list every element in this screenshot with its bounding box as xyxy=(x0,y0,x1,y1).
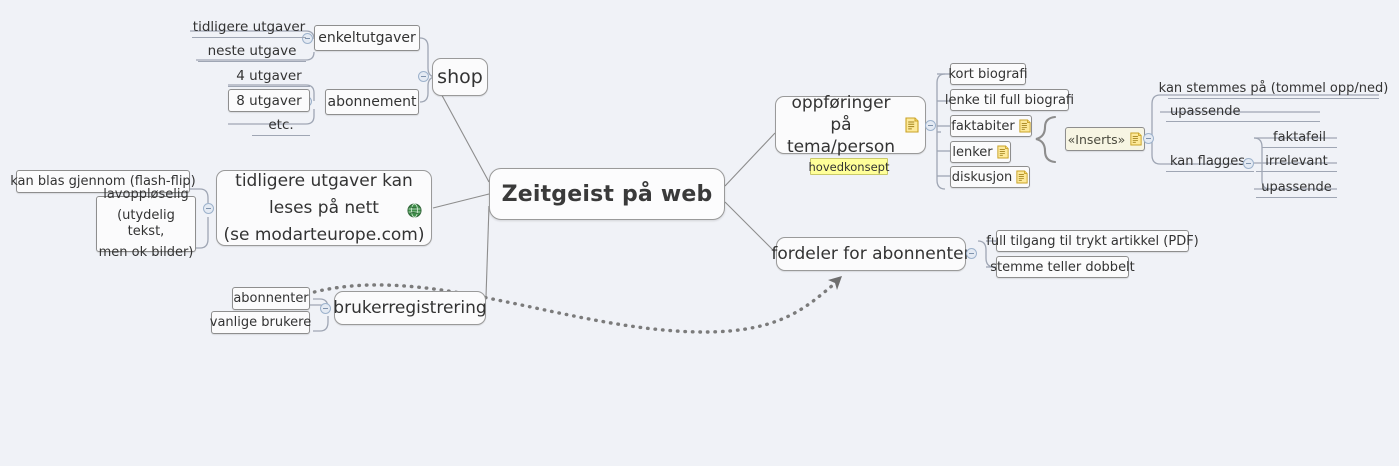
leaf-vanlige-brukere[interactable]: vanlige brukere xyxy=(210,311,311,334)
topic-line-2: leses på nett xyxy=(269,197,379,218)
collapse-toggle-tidligere-utgaver[interactable] xyxy=(203,203,214,214)
collapse-toggle-brukerregistrering[interactable] xyxy=(320,303,331,314)
leaf-4-utgaver[interactable]: 4 utgaver xyxy=(228,65,310,87)
subtopic-kort-biografi[interactable]: kort biografi xyxy=(948,63,1028,85)
subtopic-lenke-til-full-biografi[interactable]: lenke til full biografi xyxy=(945,89,1074,111)
topic-oppforinger-text: oppføringer på tema/person xyxy=(782,92,900,158)
note-icon[interactable] xyxy=(1130,132,1142,146)
leaf-line-2: (utydelig tekst, xyxy=(117,208,175,239)
topic-line-2: tema/person xyxy=(786,137,896,158)
topic-line-1: tidligere utgaver kan xyxy=(235,170,413,191)
leaf-8-utgaver[interactable]: 8 utgaver xyxy=(228,89,310,112)
topic-line-1: oppføringer på xyxy=(791,92,891,135)
topic-line-3: (se modarteurope.com) xyxy=(223,225,425,246)
leaf-kan-blas-gjennom[interactable]: kan blas gjennom (flash-flip) xyxy=(10,170,196,193)
leaf-neste-utgave[interactable]: neste utgave xyxy=(198,40,306,62)
boundary-label: «Inserts» xyxy=(1067,131,1126,147)
collapse-toggle-shop[interactable] xyxy=(418,71,429,82)
globe-hyperlink-icon[interactable] xyxy=(407,203,422,218)
subtopic-diskusjon[interactable]: diskusjon xyxy=(950,166,1030,188)
collapse-toggle-inserts[interactable] xyxy=(1143,133,1154,144)
note-icon[interactable] xyxy=(905,117,919,133)
leaf-faktafeil[interactable]: faktafeil xyxy=(1262,128,1337,148)
note-icon[interactable] xyxy=(1019,119,1031,133)
collapse-toggle-oppforinger[interactable] xyxy=(925,120,936,131)
topic-fordeler-for-abonnenter[interactable]: fordeler for abonnenter xyxy=(771,237,971,271)
topic-brukerregistrering[interactable]: brukerregistrering xyxy=(333,291,487,325)
leaf-upassende-1[interactable]: upassende xyxy=(1166,102,1320,122)
leaf-line-1: lavoppløselig xyxy=(103,187,189,203)
note-icon[interactable] xyxy=(1016,170,1028,184)
note-icon[interactable] xyxy=(997,145,1009,159)
collapse-toggle-enkeltutgaver[interactable] xyxy=(302,33,313,44)
marker-hovedkonsept[interactable]: hovedkonsept xyxy=(808,158,890,175)
subtopic-enkeltutgaver[interactable]: enkeltutgaver xyxy=(314,25,420,51)
leaf-lavopplselig[interactable]: lavoppløselig (utydelig tekst, men ok bi… xyxy=(96,187,196,260)
topic-tidligere-utgaver-web[interactable]: tidligere utgaver kan leses på nett (se … xyxy=(216,170,432,246)
subtopic-kan-flagges[interactable]: kan flagges xyxy=(1166,152,1254,172)
subtopic-stemme-teller-dobbelt[interactable]: stemme teller dobbelt xyxy=(990,256,1135,278)
collapse-toggle-fordeler[interactable] xyxy=(966,248,977,259)
topic-shop[interactable]: shop xyxy=(432,58,488,96)
boundary-inserts[interactable]: «Inserts» xyxy=(1065,127,1145,151)
leaf-abonnenter[interactable]: abonnenter xyxy=(232,287,310,310)
relationship-arrowhead xyxy=(828,276,842,290)
leaf-line-3: men ok bilder) xyxy=(98,244,194,260)
subtopic-label: faktabiter xyxy=(951,118,1015,134)
leaf-kan-stemmes-pa[interactable]: kan stemmes på (tommel opp/ned) xyxy=(1159,79,1388,99)
topic-oppforinger[interactable]: oppføringer på tema/person xyxy=(775,93,926,157)
leaf-upassende-2[interactable]: upassende xyxy=(1256,178,1337,198)
collapse-toggle-kan-flagges[interactable] xyxy=(1243,158,1254,169)
subtopic-abonnement[interactable]: abonnement xyxy=(325,89,419,115)
subtopic-full-tilgang-pdf[interactable]: full tilgang til trykt artikkel (PDF) xyxy=(986,230,1199,252)
subtopic-label: lenker xyxy=(952,144,993,160)
subtopic-lenker[interactable]: lenker xyxy=(950,141,1011,163)
leaf-tidligere-utgaver[interactable]: tidligere utgaver xyxy=(192,16,306,38)
subtopic-faktabiter[interactable]: faktabiter xyxy=(950,115,1032,137)
leaf-etc[interactable]: etc. xyxy=(252,114,310,136)
subtopic-label: diskusjon xyxy=(951,169,1013,185)
central-topic[interactable]: Zeitgeist på web xyxy=(489,168,725,220)
leaf-irrelevant[interactable]: irrelevant xyxy=(1256,152,1337,172)
